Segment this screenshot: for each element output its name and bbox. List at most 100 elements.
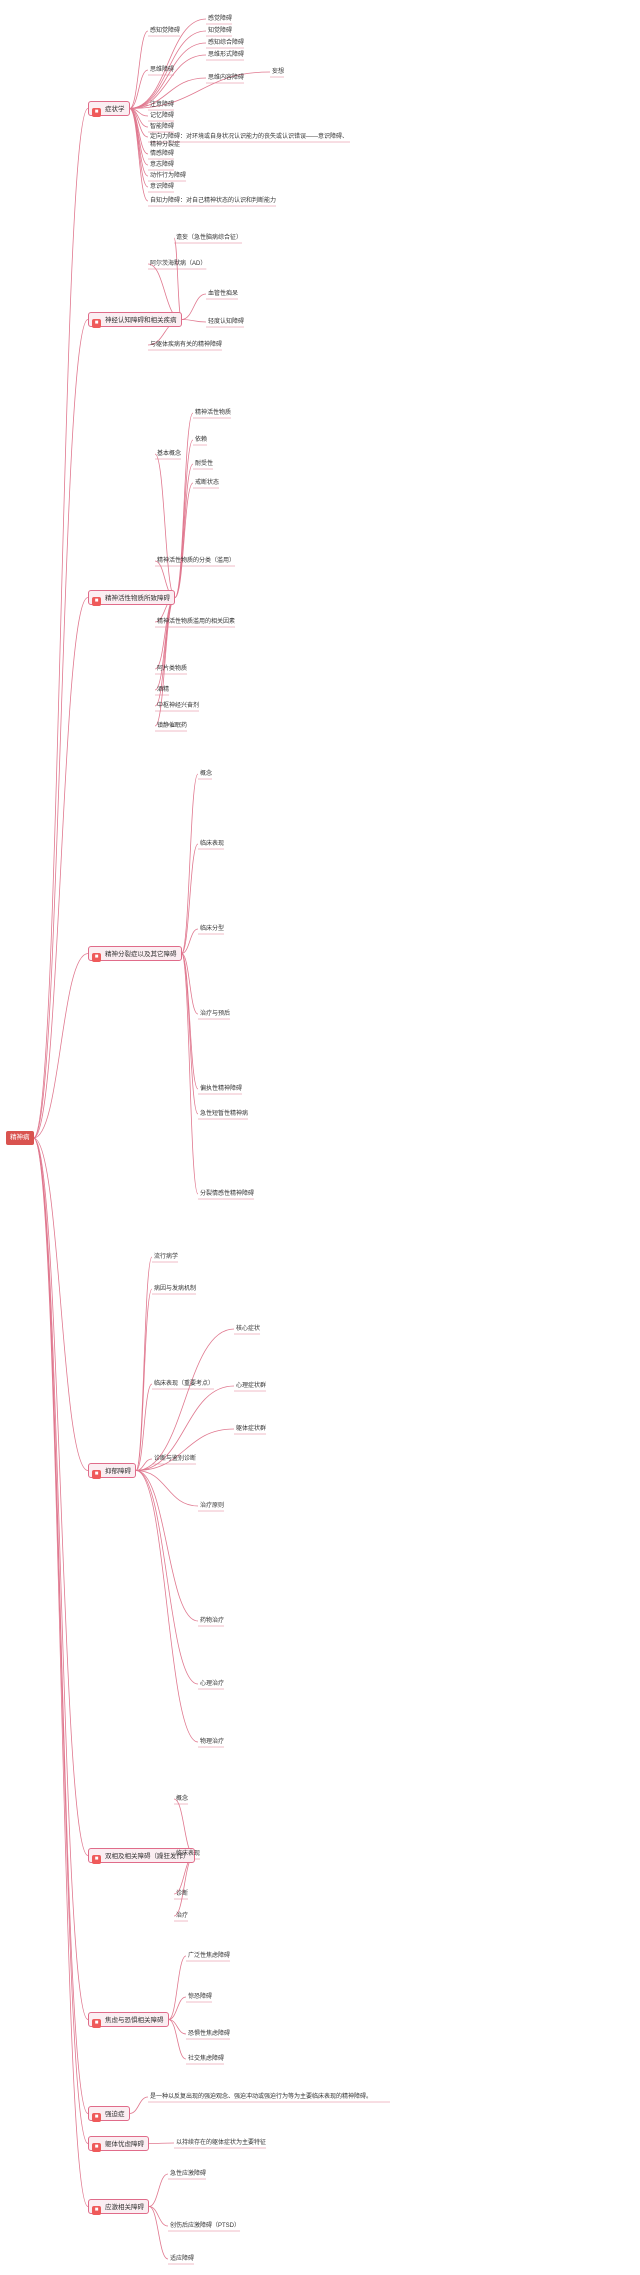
connector [129, 30, 207, 109]
section-depression[interactable]: ■抑郁障碍 [88, 1463, 136, 1479]
sub-node[interactable]: 与躯体疾病有关的精神障碍 [150, 342, 223, 348]
section-stress[interactable]: ■应激相关障碍 [88, 2199, 149, 2215]
connector [168, 1955, 187, 2020]
connector [135, 1470, 199, 1622]
leaf-node: 感知综合障碍 [208, 40, 245, 46]
sub-node[interactable]: 诊断与鉴别诊断 [154, 1456, 197, 1462]
sub-node[interactable]: 惊恐障碍 [188, 1994, 213, 2000]
sub-node[interactable]: 临床表现 [176, 1851, 201, 1857]
sub-node[interactable]: 广泛性焦虑障碍 [188, 1953, 231, 1959]
connector [168, 1996, 187, 2020]
sub-node[interactable]: 意识障碍 [150, 184, 175, 190]
sub-node[interactable]: 轻度认知障碍 [208, 319, 245, 325]
connector [181, 953, 199, 1115]
connector [135, 1470, 199, 1685]
sub-node[interactable]: 治疗原则 [200, 1503, 225, 1509]
connector [181, 953, 199, 1015]
sub-node[interactable]: 记忆障碍 [150, 113, 175, 119]
sub-node[interactable]: 流行病学 [154, 1254, 179, 1260]
sub-node[interactable]: 自知力障碍：对自己精神状态的认识和判断能力 [150, 198, 277, 204]
connector [154, 597, 176, 691]
connector [129, 18, 207, 109]
sub-node[interactable]: 治疗与预后 [200, 1011, 231, 1017]
sub-node[interactable]: 急性应激障碍 [170, 2171, 207, 2177]
sub-node[interactable]: 镇静催眠药 [157, 723, 188, 729]
connector [181, 319, 207, 323]
section-ocd[interactable]: ■强迫症 [88, 2106, 130, 2122]
sub-node[interactable]: 心理治疗 [200, 1681, 225, 1687]
connector [135, 1428, 235, 1471]
sub-node[interactable]: 社交焦虑障碍 [188, 2056, 225, 2062]
sub-node[interactable]: 分裂情感性精神障碍 [200, 1191, 255, 1197]
connector [148, 2173, 169, 2207]
sub-node[interactable]: 精神活性物质 [195, 410, 232, 416]
connector [174, 439, 194, 598]
sub-node[interactable]: 精神活性物质滥用的相关因素 [157, 619, 236, 625]
sub-node[interactable]: 核心症状 [236, 1326, 261, 1332]
section-schizophrenia[interactable]: ■精神分裂症以及其它障碍 [88, 946, 182, 962]
sub-node[interactable]: 临床表现（重要考点） [154, 1381, 215, 1387]
square-icon: ■ [92, 953, 101, 962]
leaf-node: 思维内容障碍 [208, 75, 245, 81]
sub-node[interactable]: 谵妄（急性脑病综合征） [176, 235, 243, 241]
connector [33, 319, 89, 1139]
sub-node[interactable]: 精神活性物质的分类（滥用） [157, 558, 236, 564]
sub-node[interactable]: 酒精 [157, 687, 170, 693]
sub-node[interactable]: 概念 [200, 771, 213, 777]
connector [135, 1288, 153, 1471]
square-icon: ■ [92, 597, 101, 606]
sub-node[interactable]: 治疗 [176, 1913, 189, 1919]
section-symptomatology[interactable]: ■症状学 [88, 101, 130, 117]
section-neurocognitive[interactable]: ■神经认知障碍和相关疾病 [88, 312, 182, 328]
sub-node[interactable]: 概念 [176, 1796, 189, 1802]
connector [181, 953, 199, 1195]
sub-node[interactable]: 适应障碍 [170, 2256, 195, 2262]
leaf-node: 知觉障碍 [208, 28, 233, 34]
sub-node[interactable]: 诊断 [176, 1891, 189, 1897]
connector [33, 953, 89, 1139]
connector [181, 843, 199, 954]
sub-node[interactable]: 中枢神经兴奋剂 [157, 703, 200, 709]
sub-node[interactable]: 动作行为障碍 [150, 173, 187, 179]
connector [135, 1256, 153, 1471]
sub-node[interactable]: 物理治疗 [200, 1739, 225, 1745]
sub-node[interactable]: 临床表现 [200, 841, 225, 847]
root-node[interactable]: 精神病 [6, 1131, 34, 1145]
sub-node[interactable]: 心理症状群 [236, 1383, 267, 1389]
square-icon: ■ [92, 2206, 101, 2215]
sub-node[interactable]: 药物治疗 [200, 1618, 225, 1624]
section-bipolar[interactable]: ■双相及相关障碍（躁狂发作） [88, 1848, 195, 1864]
sub-node[interactable]: 耐受性 [195, 461, 214, 467]
sub-node[interactable]: 病因与发病机制 [154, 1286, 197, 1292]
sub-node[interactable]: 依赖 [195, 437, 208, 443]
sub-node[interactable]: 智能障碍 [150, 124, 175, 130]
sub-node[interactable]: 阿尔茨海默病（AD） [150, 261, 207, 267]
connector [148, 2142, 175, 2144]
sub-node[interactable]: 临床分型 [200, 926, 225, 932]
connector [135, 1470, 199, 1743]
connector [148, 2206, 169, 2260]
connector [174, 463, 194, 598]
sub-node[interactable]: 偏执性精神障碍 [200, 1086, 243, 1092]
sub-node[interactable]: 恐惧性焦虑障碍 [188, 2031, 231, 2037]
connector [129, 71, 271, 109]
sub-node[interactable]: 躯体症状群 [236, 1426, 267, 1432]
sub-node[interactable]: 创伤后应激障碍（PTSD） [170, 2223, 241, 2229]
section-anxiety[interactable]: ■焦虑与恐惧相关障碍 [88, 2012, 169, 2028]
leaf-node: 以持续存在的躯体症状为主要特征 [176, 2140, 267, 2146]
sub-node[interactable]: 基本概念 [157, 451, 182, 457]
section-somatic[interactable]: ■躯体忧虑障碍 [88, 2136, 149, 2152]
sub-node[interactable]: 定向力障碍：对环境或自身状况认识能力的丧失或认识错误——意识障碍、精神分裂症 [150, 134, 349, 148]
connector [33, 1137, 89, 2144]
sub-node[interactable]: 意志障碍 [150, 162, 175, 168]
sub-node[interactable]: 注意障碍 [150, 102, 175, 108]
sub-node[interactable]: 血管性痴呆 [208, 291, 239, 297]
leaf-node: 是一种以反复出现的强迫观念、强迫冲动或强迫行为等为主要临床表现的精神障碍。 [150, 2094, 373, 2100]
sub-node[interactable]: 戒断状态 [195, 480, 220, 486]
sub-node[interactable]: 情感障碍 [150, 151, 175, 157]
sub-node[interactable]: 思维障碍 [150, 67, 175, 73]
sub-node[interactable]: 急性短暂性精神病 [200, 1111, 249, 1117]
section-substance[interactable]: ■精神活性物质所致障碍 [88, 590, 175, 606]
sub-node[interactable]: 阿片类物质 [157, 666, 188, 672]
sub-node[interactable]: 感知觉障碍 [150, 28, 181, 34]
